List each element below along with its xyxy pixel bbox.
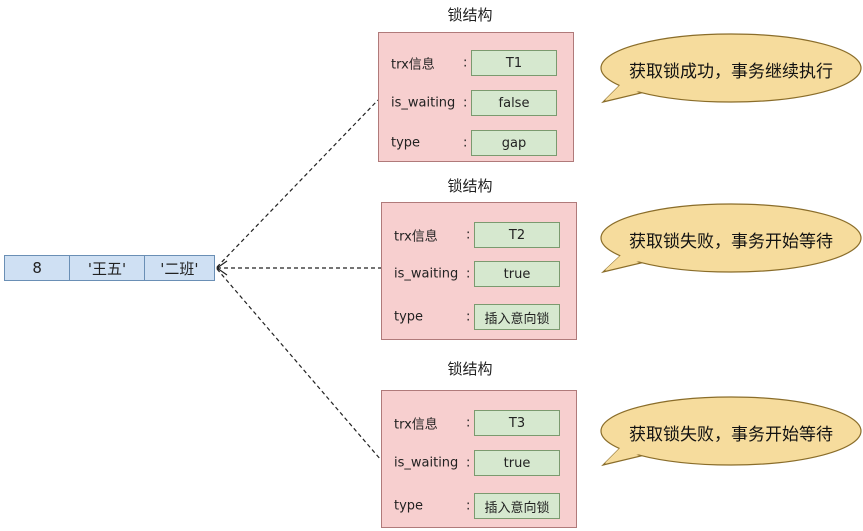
record-cell-class: '二班' <box>160 259 199 278</box>
field-label: is_waiting <box>391 95 456 111</box>
field-value: true <box>474 261 560 287</box>
lock-field-trx: trx信息 : T1 <box>379 48 573 78</box>
field-colon: : <box>466 415 471 431</box>
field-value: T1 <box>471 50 557 76</box>
field-value: true <box>474 450 560 476</box>
lock-title-3: 锁结构 <box>447 360 493 378</box>
lock-title-1: 锁结构 <box>447 6 493 24</box>
field-colon: : <box>463 135 468 151</box>
field-label: trx信息 <box>394 229 438 245</box>
speech-bubble-1 <box>600 33 862 104</box>
field-colon: : <box>463 95 468 111</box>
field-colon: : <box>463 55 468 71</box>
field-colon: : <box>466 455 471 471</box>
speech-bubble-3 <box>600 396 862 467</box>
bubble-text-3: 获取锁失败，事务开始等待 <box>629 425 833 445</box>
lock-field-waiting: is_waiting : true <box>382 448 576 478</box>
field-label: trx信息 <box>391 57 435 73</box>
field-colon: : <box>466 309 471 325</box>
field-value: 插入意向锁 <box>474 493 560 519</box>
lock-field-trx: trx信息 : T3 <box>382 408 576 438</box>
lock-title-2: 锁结构 <box>447 177 493 195</box>
bubble-text-1: 获取锁成功，事务继续执行 <box>629 62 833 82</box>
field-label: type <box>394 309 424 325</box>
lock-field-waiting: is_waiting : false <box>379 88 573 118</box>
connector-line-1 <box>216 99 379 268</box>
lock-struct-3: trx信息 : T3 is_waiting : true type : 插入意向… <box>381 390 577 528</box>
lock-field-type: type : 插入意向锁 <box>382 302 576 332</box>
lock-field-waiting: is_waiting : true <box>382 259 576 289</box>
field-value: false <box>471 90 557 116</box>
lock-field-type: type : gap <box>379 128 573 158</box>
field-colon: : <box>466 266 471 282</box>
lock-struct-2: trx信息 : T2 is_waiting : true type : 插入意向… <box>381 202 577 340</box>
record-cell-name: '王五' <box>70 256 145 280</box>
arrow-head <box>215 260 228 276</box>
speech-bubble-2 <box>600 203 862 274</box>
field-value: T2 <box>474 222 560 248</box>
field-colon: : <box>466 227 471 243</box>
record-row: 8 '王五' '二班' <box>4 255 215 281</box>
field-label: trx信息 <box>394 417 438 433</box>
field-label: is_waiting <box>394 266 459 282</box>
field-label: is_waiting <box>394 455 459 471</box>
field-value: T3 <box>474 410 560 436</box>
field-value: 插入意向锁 <box>474 304 560 330</box>
lock-field-trx: trx信息 : T2 <box>382 220 576 250</box>
lock-struct-1: trx信息 : T1 is_waiting : false type : gap <box>378 32 574 162</box>
field-label: type <box>391 135 421 151</box>
field-colon: : <box>466 498 471 514</box>
field-value: gap <box>471 130 557 156</box>
field-label: type <box>394 498 424 514</box>
bubble-text-2: 获取锁失败，事务开始等待 <box>629 232 833 252</box>
record-cell-id: 8 <box>5 256 71 280</box>
lock-field-type: type : 插入意向锁 <box>382 491 576 521</box>
